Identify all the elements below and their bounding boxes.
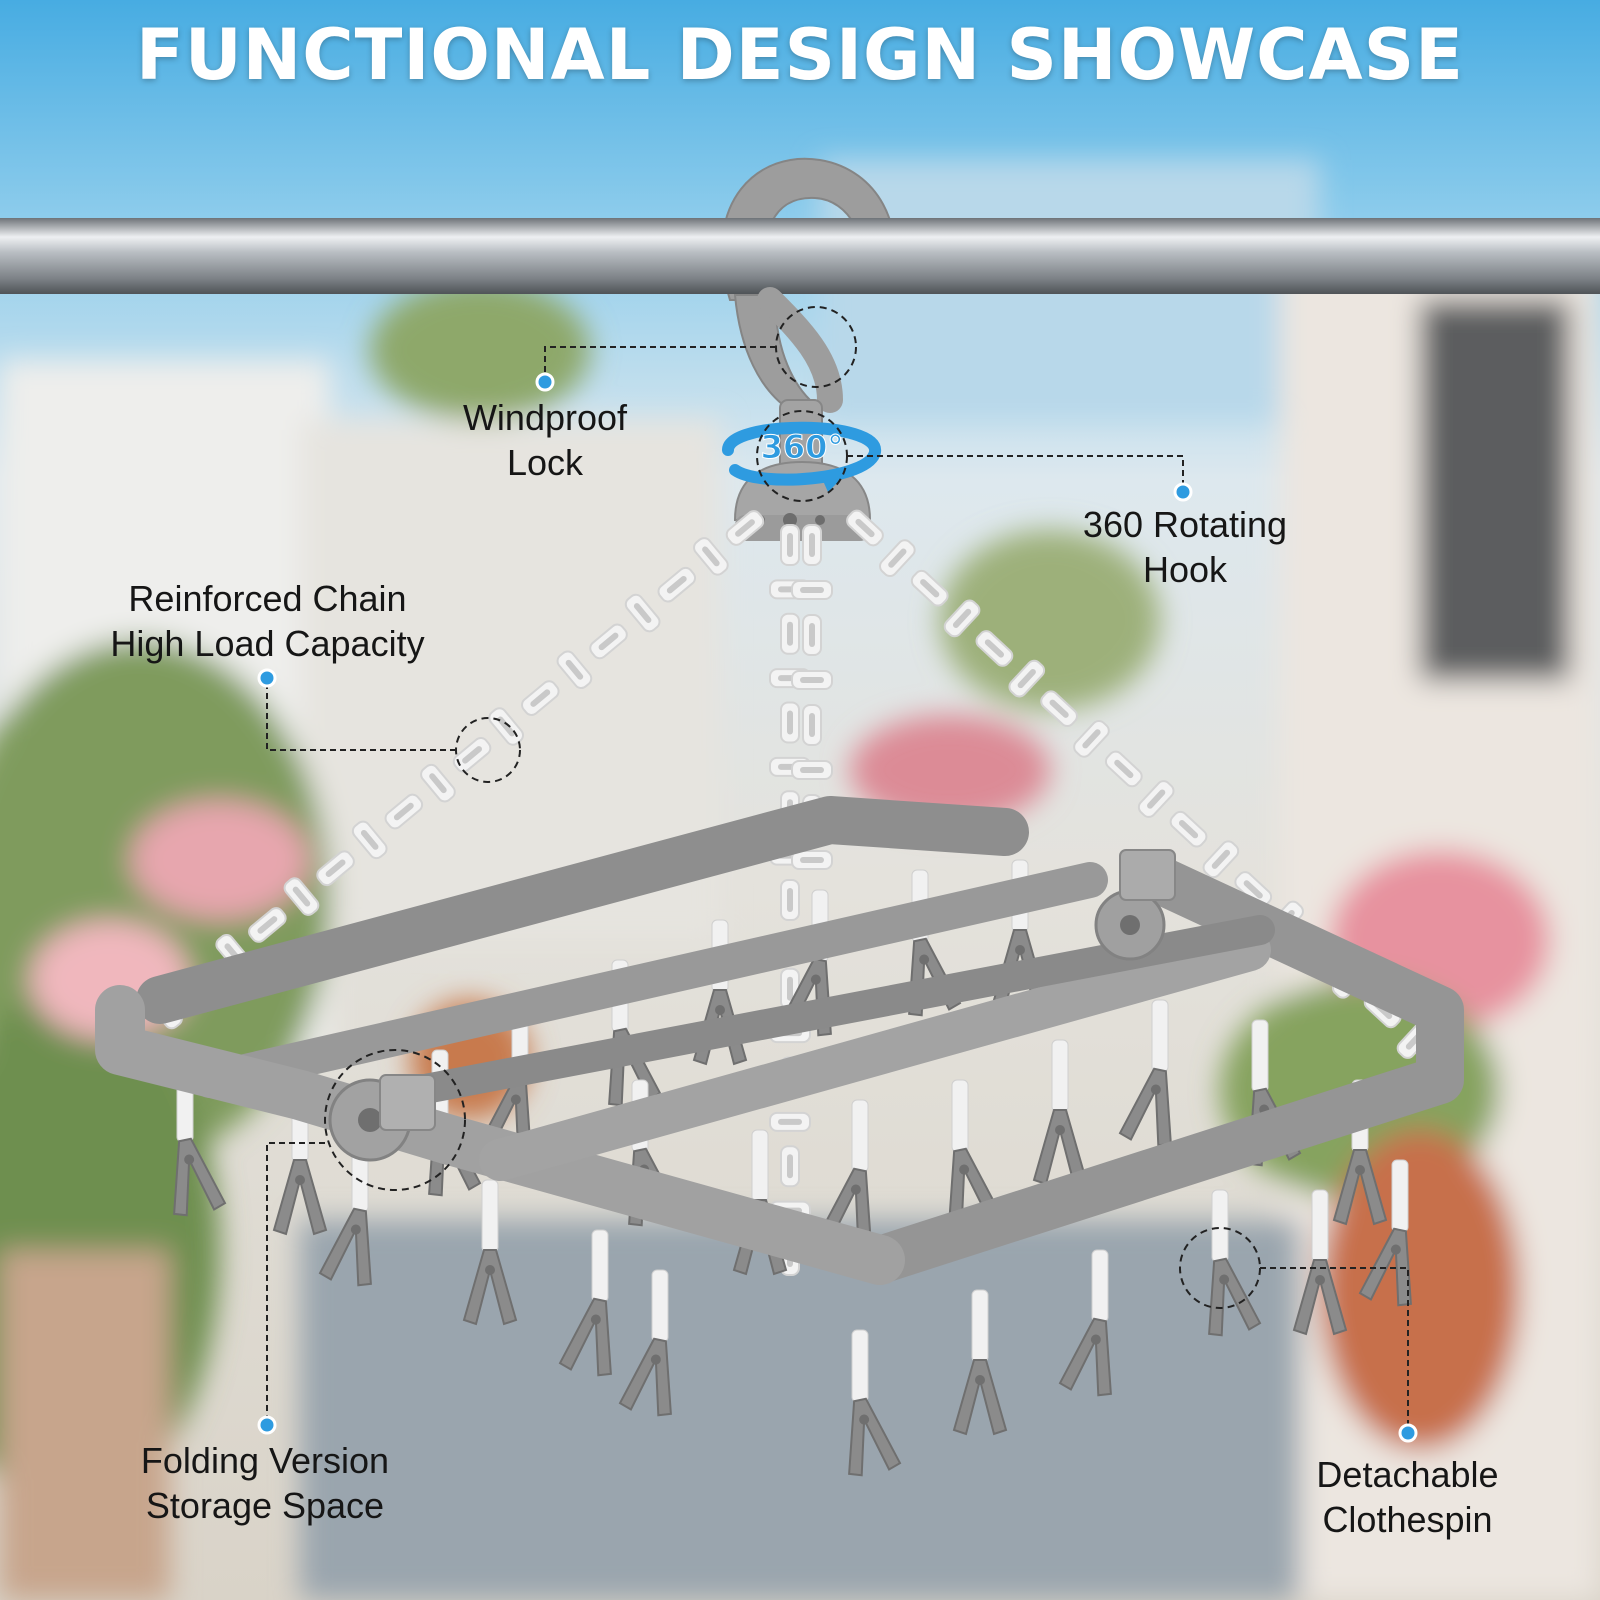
pin-hanger xyxy=(651,1269,669,1343)
chain-link xyxy=(769,1111,811,1132)
chain-link xyxy=(802,524,822,566)
pin-hanger xyxy=(1391,1159,1409,1233)
callout-line: Clothespin xyxy=(1322,1499,1493,1540)
callout-line: Hook xyxy=(1142,549,1228,590)
folding-frame xyxy=(95,796,1464,1285)
chain-link xyxy=(780,879,800,921)
rotation-badge-text: 360° xyxy=(761,428,844,466)
pin-hanger xyxy=(591,1229,609,1303)
chain-link xyxy=(802,614,822,656)
callout-rotating-hook: 360 Rotating Hook xyxy=(1040,502,1330,592)
pin-hanger xyxy=(481,1179,499,1253)
callout-detachable-clothespin: Detachable Clothespin xyxy=(1285,1452,1530,1542)
chain-link xyxy=(791,670,833,690)
callout-line: Folding Version xyxy=(140,1440,390,1481)
rotation-arrow-icon: 360° xyxy=(722,421,881,492)
callout-dots xyxy=(257,372,1418,1443)
pin-hanger xyxy=(1151,999,1169,1073)
callout-line: Detachable xyxy=(1316,1454,1499,1495)
chain-link xyxy=(791,760,833,780)
chain-link xyxy=(802,704,822,746)
pin-hanger xyxy=(851,1329,869,1403)
chain-link xyxy=(791,850,833,870)
callout-line: Lock xyxy=(506,442,584,483)
callout-line: 360 Rotating xyxy=(1082,504,1288,545)
callout-folding-version: Folding Version Storage Space xyxy=(110,1438,420,1528)
pin-hanger xyxy=(971,1289,989,1363)
callout-line: Storage Space xyxy=(145,1485,385,1526)
pin-hanger xyxy=(1091,1249,1109,1323)
chain-link xyxy=(780,612,800,655)
page-title: FUNCTIONAL DESIGN SHOWCASE xyxy=(136,14,1464,96)
callout-windproof-lock: Windproof Lock xyxy=(420,395,670,485)
callout-reinforced-chain: Reinforced Chain High Load Capacity xyxy=(70,576,465,666)
hinge xyxy=(328,849,1176,1162)
background-blur xyxy=(0,160,1600,1600)
callout-line: Reinforced Chain xyxy=(128,578,407,619)
chain-link xyxy=(780,701,800,744)
pin-hanger xyxy=(1251,1019,1269,1093)
leader-lines xyxy=(266,346,1409,1428)
pin-hanger xyxy=(951,1079,969,1153)
pin-hanger xyxy=(751,1129,769,1203)
pin-hanger xyxy=(1211,1189,1229,1263)
pin-hanger xyxy=(851,1099,869,1173)
pin-hanger xyxy=(1311,1189,1329,1263)
clothes-rod xyxy=(0,218,1600,294)
pin-hanger xyxy=(1051,1039,1069,1113)
chain-link xyxy=(780,1145,800,1188)
callout-line: High Load Capacity xyxy=(110,623,425,664)
callout-line: Windproof xyxy=(462,397,628,438)
chain-link xyxy=(791,580,833,600)
chain-link xyxy=(780,524,800,566)
